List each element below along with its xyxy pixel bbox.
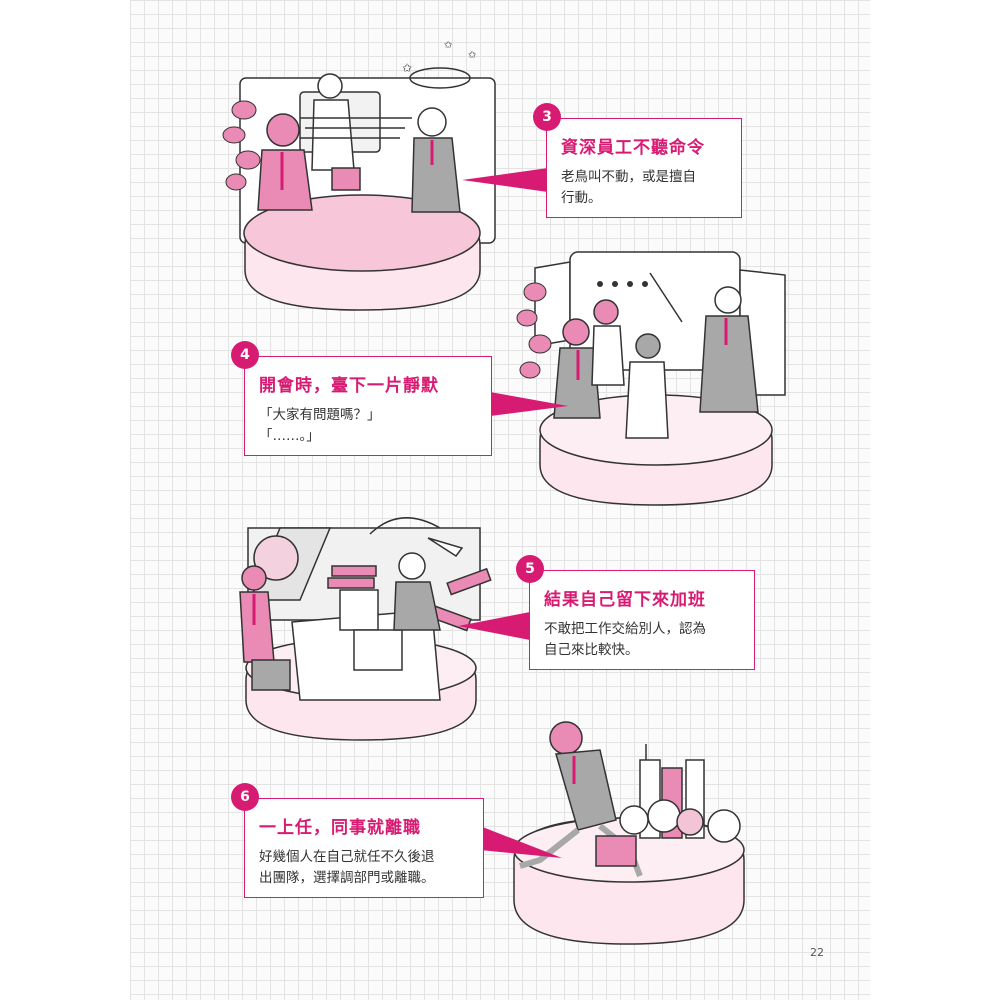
- callout-panel-4: 4 開會時，臺下一片靜默 「大家有問題嗎？」 「……。」: [231, 341, 492, 456]
- callout-title: 開會時，臺下一片靜默: [259, 376, 439, 396]
- callout-line: 自己來比較快。: [544, 642, 639, 658]
- step-number-badge: 3: [533, 103, 561, 131]
- svg-text:✩: ✩: [444, 40, 453, 51]
- scene-5-illustration: [239, 517, 530, 741]
- callout-body: 好幾個人在自己就任不久後退 出團隊，選擇調部門或離職。: [259, 847, 469, 889]
- svg-text:✩: ✩: [402, 61, 412, 75]
- callout-body: 老鳥叫不動，或是擅自 行動。: [561, 167, 727, 209]
- callout-line: 不敢把工作交給別人，認為: [544, 621, 706, 637]
- callout-panel-5: 5 結果自己留下來加班 不敢把工作交給別人，認為 自己來比較快。: [516, 555, 755, 670]
- scene-4-illustration: [490, 251, 786, 506]
- callout-title: 一上任，同事就離職: [259, 818, 421, 838]
- scene-6-illustration: [480, 721, 745, 945]
- callout-body: 不敢把工作交給別人，認為 自己來比較快。: [544, 619, 740, 661]
- callout-title: 結果自己留下來加班: [544, 590, 706, 610]
- step-number-badge: 4: [231, 341, 259, 369]
- scene-3-illustration: ✩ ✩ ✩: [222, 40, 548, 311]
- step-number-badge: 6: [231, 783, 259, 811]
- callout-line: 行動。: [561, 190, 602, 206]
- callout-line: 老鳥叫不動，或是擅自: [561, 169, 696, 185]
- callout-line: 「……。」: [259, 428, 320, 444]
- callout-line: 好幾個人在自己就任不久後退: [259, 849, 435, 865]
- callout-line: 「大家有問題嗎？」: [259, 407, 381, 423]
- callout-body: 「大家有問題嗎？」 「……。」: [259, 405, 477, 447]
- callout-panel-3: 3 資深員工不聽命令 老鳥叫不動，或是擅自 行動。: [533, 103, 742, 218]
- callout-panel-6: 6 一上任，同事就離職 好幾個人在自己就任不久後退 出團隊，選擇調部門或離職。: [231, 783, 484, 898]
- callout-line: 出團隊，選擇調部門或離職。: [259, 870, 435, 886]
- step-number-badge: 5: [516, 555, 544, 583]
- page-number: 22: [810, 946, 824, 959]
- callout-title: 資深員工不聽命令: [561, 138, 705, 158]
- svg-text:✩: ✩: [468, 50, 477, 61]
